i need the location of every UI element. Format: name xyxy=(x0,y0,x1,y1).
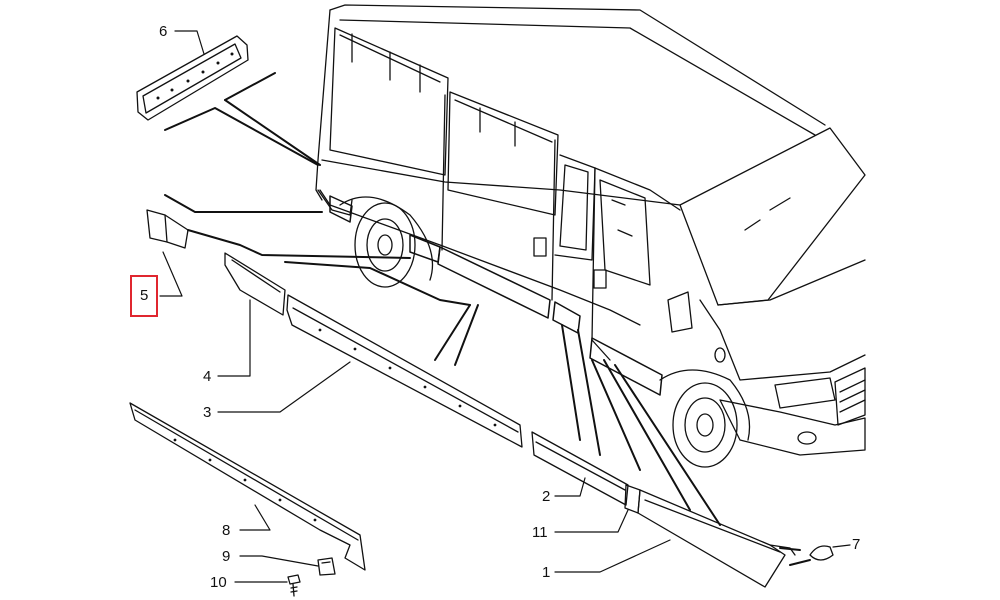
part-6-rear-plate xyxy=(136,35,249,121)
callout-2: 2 xyxy=(542,488,551,505)
callout-10: 10 xyxy=(210,574,227,591)
leader-lines xyxy=(159,30,851,583)
callout-6: 6 xyxy=(159,23,168,40)
part-3-side-moulding xyxy=(286,294,523,448)
part-2-door-moulding xyxy=(531,431,629,506)
part-7-clip xyxy=(809,545,834,561)
callout-3: 3 xyxy=(203,404,212,421)
callout-1: 1 xyxy=(542,564,551,581)
callout-7: 7 xyxy=(852,536,861,553)
callout-8: 8 xyxy=(222,522,231,539)
callout-4: 4 xyxy=(203,368,212,385)
part-8-sill-moulding xyxy=(129,402,366,571)
part-5-corner-moulding xyxy=(146,209,189,249)
part-4-wheel-moulding xyxy=(224,252,286,316)
projection-lines xyxy=(164,72,811,566)
highlighted-callout-box[interactable] xyxy=(130,275,158,317)
part-1-front-moulding xyxy=(637,489,796,588)
callout-11: 11 xyxy=(532,524,548,541)
callout-5: 5 xyxy=(140,287,149,304)
van-body xyxy=(315,4,866,468)
part-9-fixing-plate xyxy=(317,557,336,576)
callout-9: 9 xyxy=(222,548,231,565)
mounted-mouldings xyxy=(329,195,663,396)
part-10-screw xyxy=(287,574,301,597)
